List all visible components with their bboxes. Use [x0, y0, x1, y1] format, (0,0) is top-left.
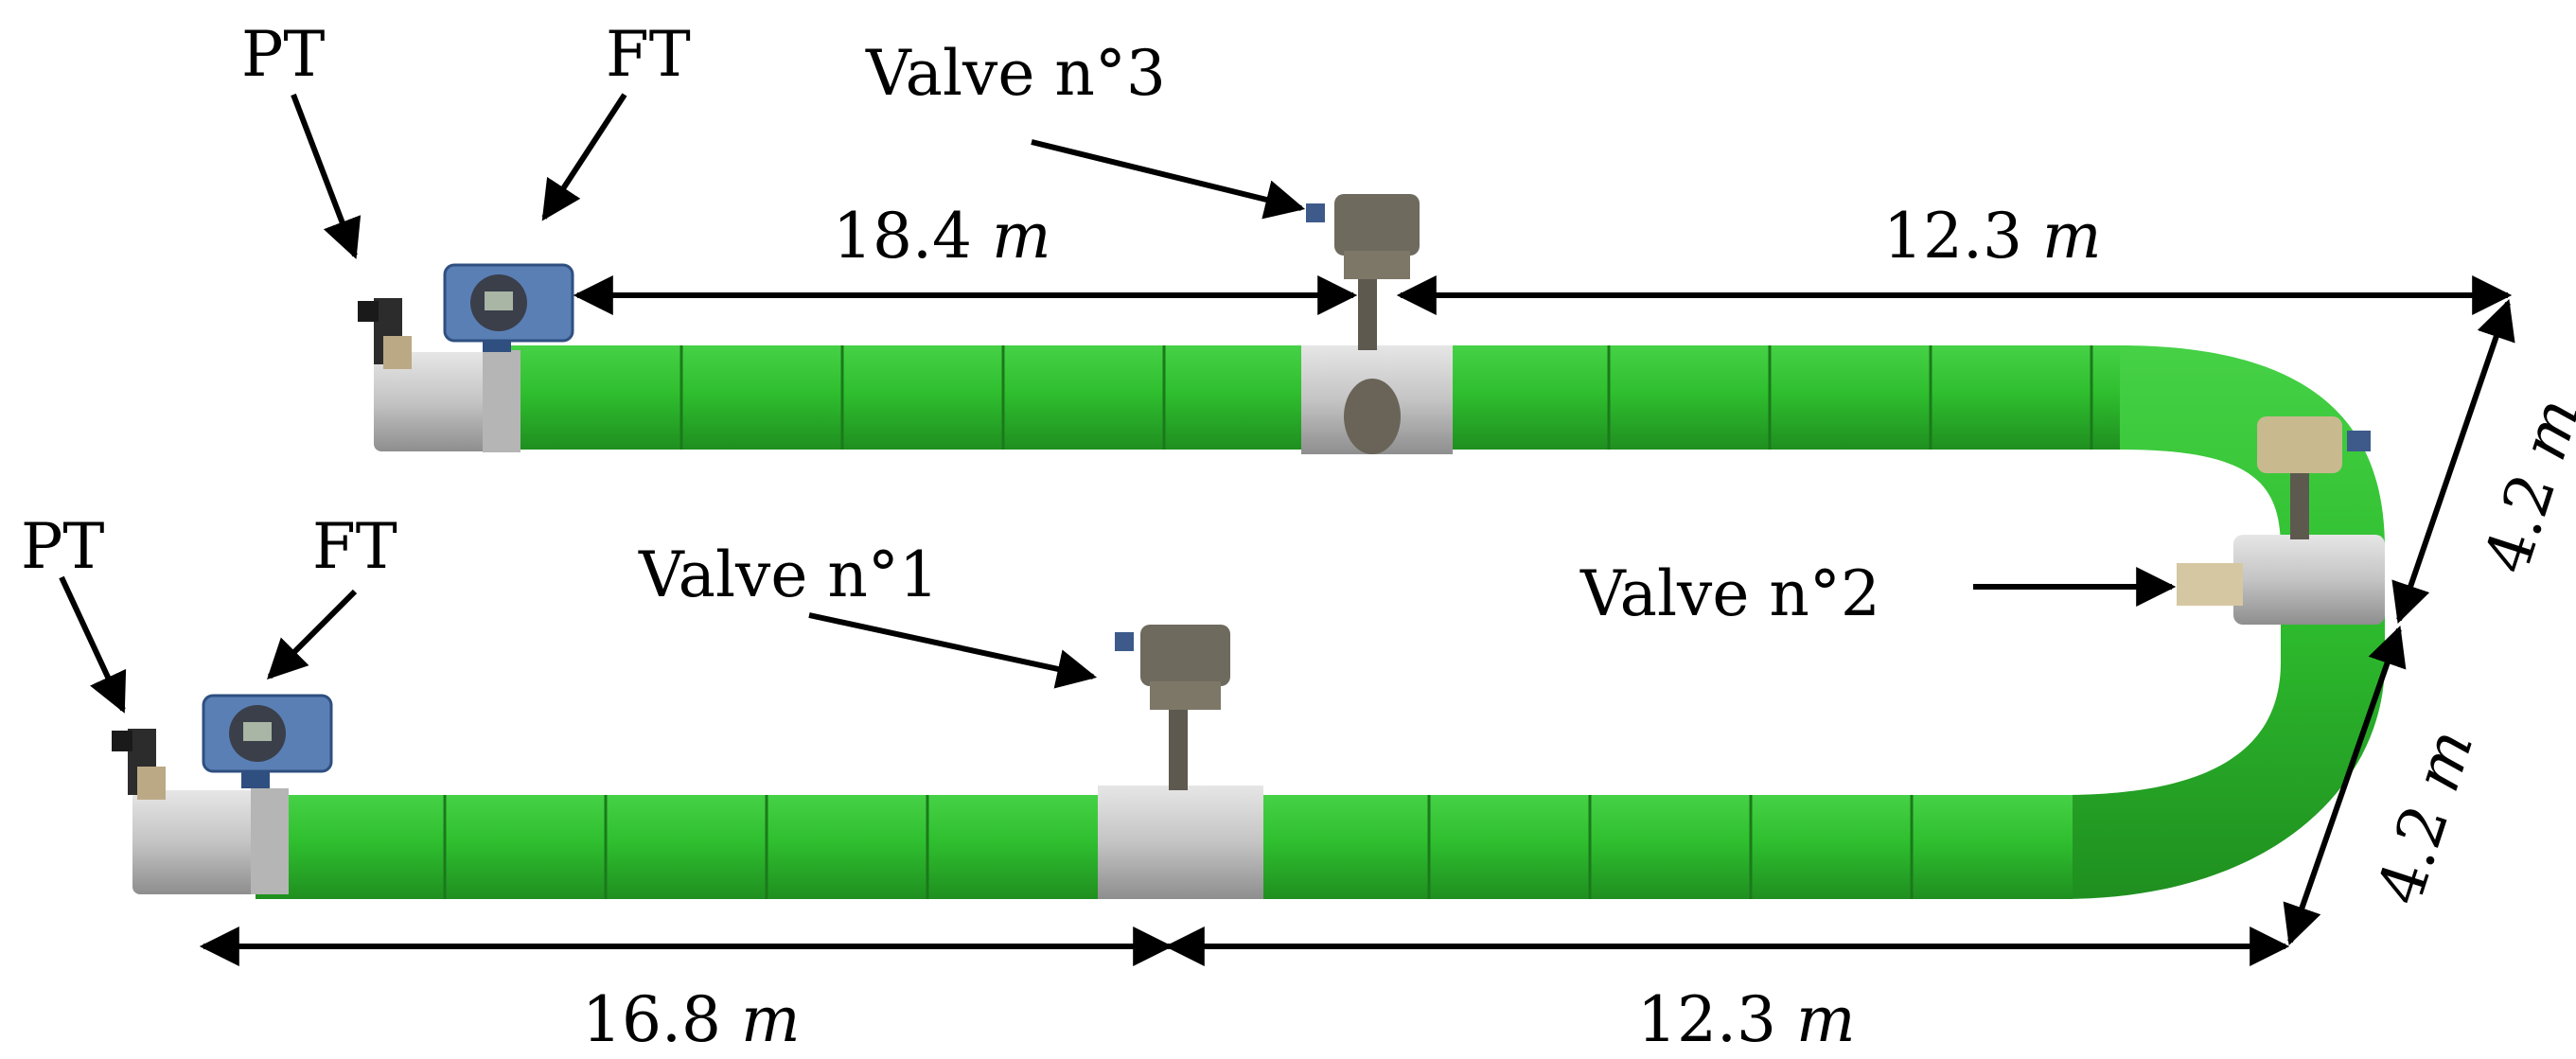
dim-lower-left-value: 16.8 [582, 983, 721, 1056]
ft-lower-arrow [267, 589, 358, 680]
upper-inlet-flange [374, 352, 506, 451]
valve-1-body [1098, 785, 1263, 899]
valve-3 [1301, 194, 1453, 454]
dim-bend-lower-arrow [2283, 626, 2407, 945]
dim-upper-left-unit: m [992, 200, 1051, 273]
dim-upper-right-unit: m [2042, 200, 2102, 273]
dim-bend-upper-arrow [2391, 299, 2515, 624]
pt-upper-arrow [291, 93, 362, 259]
label-ft-upper: FT [606, 18, 691, 91]
dim-upper-left-value: 18.4 [833, 200, 972, 273]
dim-lower-right-value: 12.3 [1637, 983, 1776, 1056]
label-pt-upper: PT [241, 18, 325, 91]
label-pt-lower: PT [21, 510, 104, 583]
label-valve-3: Valve n°3 [865, 37, 1166, 110]
upper-inlet [358, 263, 574, 452]
dim-lower-left-unit: m [741, 983, 801, 1056]
label-valve-1: Valve n°1 [638, 538, 939, 611]
dim-upper-right-value: 12.3 [1883, 200, 2022, 273]
lower-pressure-transmitter [112, 729, 166, 800]
dim-bend-upper: 4.2 m [2470, 390, 2576, 582]
valve-2-body [2233, 535, 2385, 625]
label-valve-2: Valve n°2 [1579, 557, 1880, 630]
dim-upper-left: 18.4 m [833, 200, 1051, 273]
dim-upper-right: 12.3 m [1883, 200, 2102, 273]
label-ft-lower: FT [312, 510, 397, 583]
lower-inlet [112, 694, 333, 894]
upper-pipe-joints [679, 345, 2093, 450]
pt-lower-arrow [59, 575, 127, 714]
callout-arrows [59, 93, 2177, 714]
upper-flow-transmitter [443, 263, 574, 352]
lower-inlet-flange [132, 790, 265, 894]
upper-pressure-transmitter [358, 298, 412, 369]
dimension-labels: 18.4 m 12.3 m 16.8 m 12.3 m 4.2 m 4.2 m [582, 200, 2576, 1056]
dim-lower-right: 12.3 m [1637, 983, 1856, 1056]
dim-bend-lower: 4.2 m [2363, 721, 2487, 913]
dimension-arrows [199, 275, 2515, 966]
dim-lower-right-unit: m [1796, 983, 1856, 1056]
valve-1-arrow [808, 612, 1098, 689]
valve-2 [2177, 416, 2385, 625]
dim-lower-left: 16.8 m [582, 983, 801, 1056]
valve-3-arrow [1031, 139, 1306, 220]
valve-1 [1098, 625, 1263, 899]
ft-upper-arrow [541, 93, 627, 221]
lower-flow-transmitter [202, 694, 333, 788]
lower-pipe-joints [443, 795, 1914, 899]
component-labels: PT FT Valve n°3 PT FT Valve n°1 Valve n°… [21, 18, 1880, 630]
